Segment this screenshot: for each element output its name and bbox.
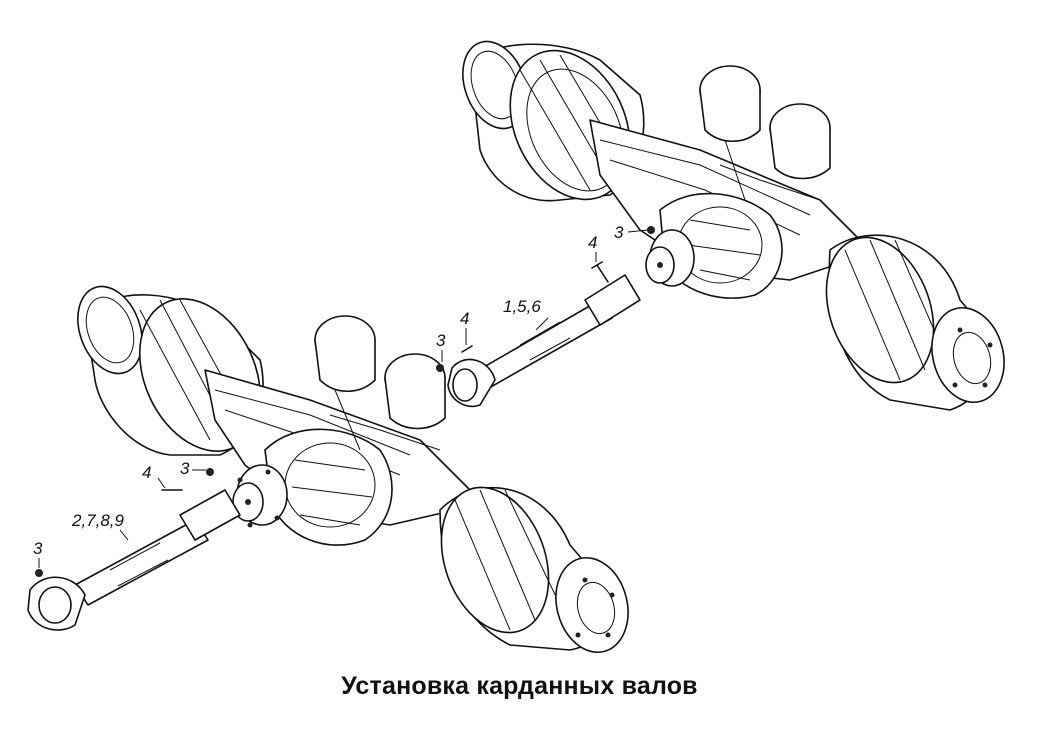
front-axle-right-hub [439, 486, 629, 654]
callout-rear-flange-bolt: 4 [588, 233, 597, 252]
callout-front-shaft: 2,7,8,9 [71, 511, 125, 530]
nut-front-shaft-end [35, 569, 43, 577]
callout-front-flange-nut: 3 [180, 459, 190, 478]
nut-rear-shaft-yoke [436, 364, 444, 372]
callout-rear-flange-nut: 3 [614, 223, 624, 242]
callout-rear-yoke-bolt: 4 [460, 309, 469, 328]
callout-leaders [38, 229, 649, 568]
bolt-rear-flange [591, 261, 609, 283]
nut-rear-flange [647, 226, 655, 234]
front-axle [77, 285, 629, 654]
rear-axle [462, 40, 1005, 411]
front-axle-housing [204, 369, 471, 546]
diagram-title: Установка карданных валов [341, 672, 698, 700]
rear-axle-right-hub [825, 234, 1005, 411]
nut-front-flange [206, 468, 214, 476]
fasteners [35, 226, 655, 577]
bolt-rear-shaft-yoke [461, 345, 473, 353]
callout-rear-shaft: 1,5,6 [503, 297, 541, 316]
rear-propeller-shaft [447, 274, 641, 407]
front-propeller-shaft [27, 489, 241, 631]
front-axle-air-bellows [314, 315, 446, 451]
callout-front-flange-bolt: 4 [142, 463, 151, 482]
rear-axle-housing [589, 119, 861, 299]
callout-front-shaft-end-nut: 3 [33, 539, 43, 558]
callout-labels: 3 4 1,5,6 3 4 4 3 2,7,8,9 3 [33, 223, 624, 558]
callout-rear-yoke-nut: 3 [436, 331, 446, 350]
rear-axle-air-bellows [699, 65, 831, 201]
